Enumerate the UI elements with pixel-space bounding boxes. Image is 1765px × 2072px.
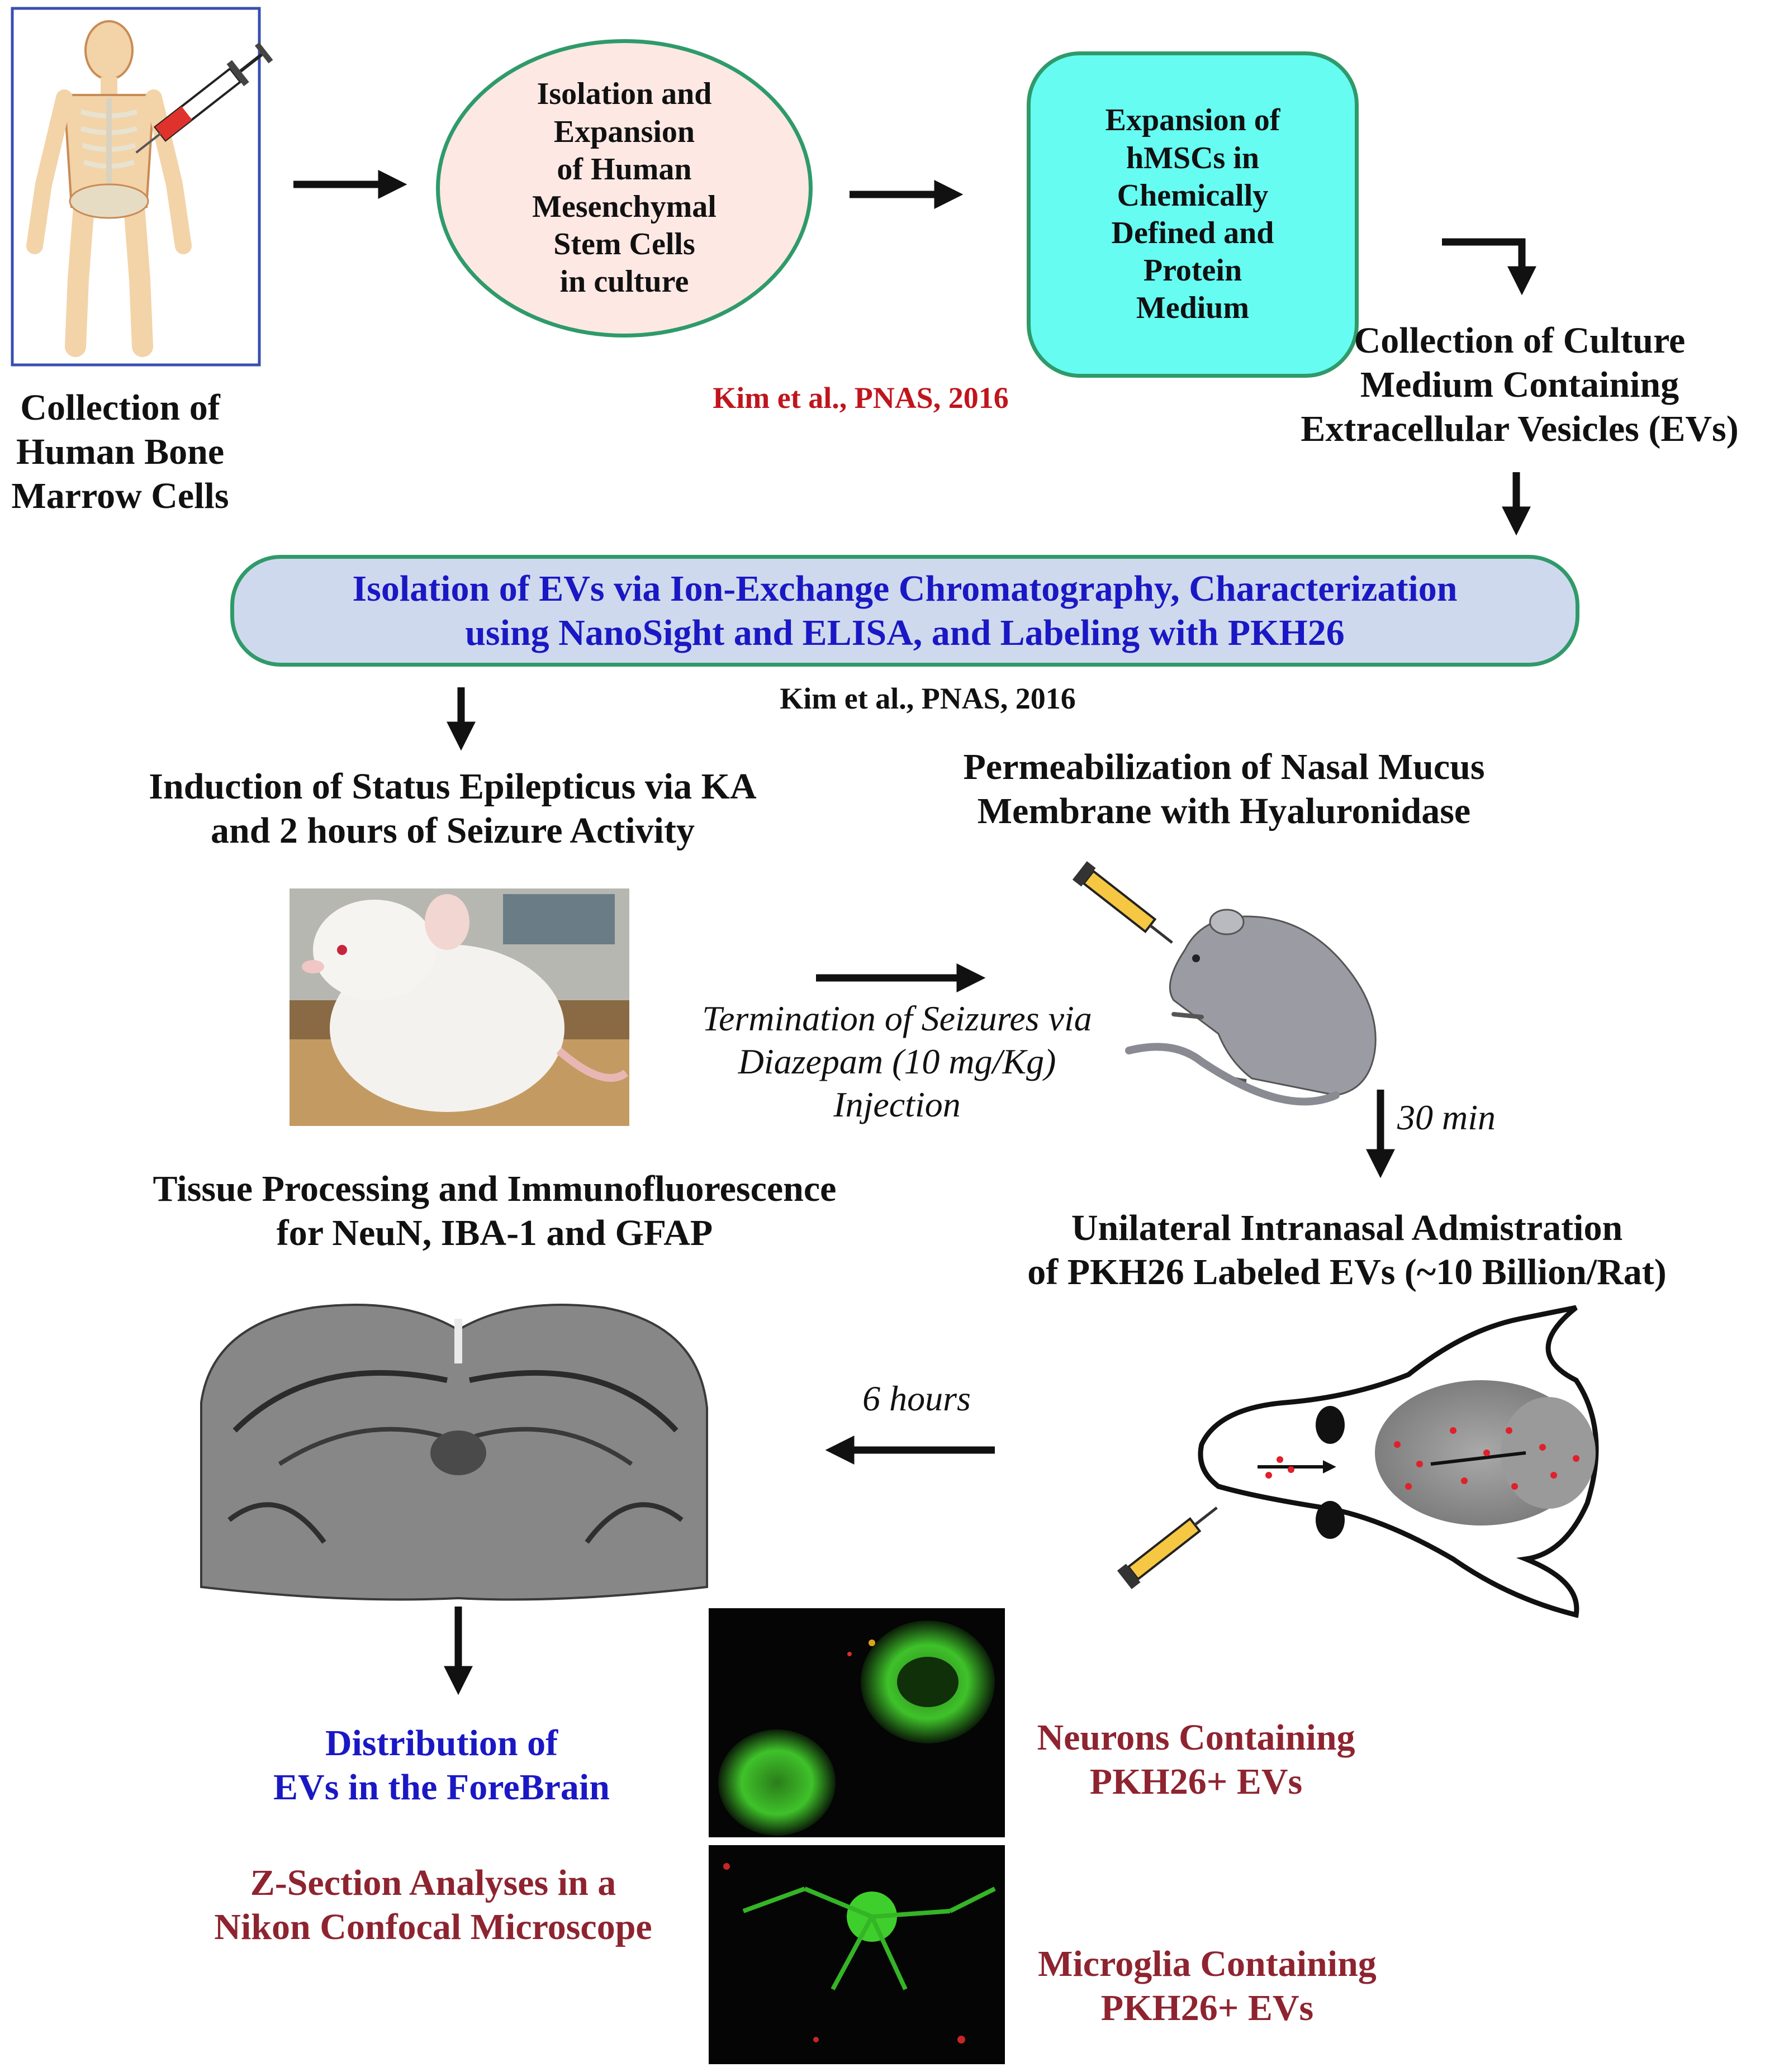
time-6-hours: 6 hours	[862, 1379, 971, 1418]
z-section-label: Z-Section Analyses in a Nikon Confocal M…	[214, 1862, 652, 1948]
time-30-min: 30 min	[1397, 1097, 1496, 1137]
arrow-corner	[1442, 238, 1536, 296]
neuron-micrograph	[709, 1608, 1005, 1837]
citation-mid: Kim et al., PNAS, 2016	[780, 682, 1076, 715]
step3-box-text: Expansion of hMSCs in Chemically Defined…	[1105, 103, 1280, 326]
step1-label: Collection of Human Bone Marrow Cells	[11, 387, 229, 517]
skeleton-illustration	[11, 7, 273, 367]
permeabilization-label: Permeabilization of Nasal Mucus Membrane…	[963, 747, 1485, 832]
tissue-processing-label: Tissue Processing and Immunofluorescence…	[153, 1168, 837, 1254]
microglia-label: Microglia Containing PKH26+ EVs	[1038, 1943, 1377, 2029]
induction-label: Induction of Status Epilepticus via KA a…	[149, 766, 757, 852]
intranasal-label: Unilateral Intranasal Admistration of PK…	[1027, 1208, 1667, 1293]
step3-box: Expansion of hMSCs in Chemically Defined…	[1027, 51, 1359, 378]
step2-circle-text: Isolation and Expansion of Human Mesench…	[532, 77, 717, 300]
distribution-label: Distribution of EVs in the ForeBrain	[273, 1723, 610, 1808]
step2-circle: Isolation and Expansion of Human Mesench…	[436, 39, 813, 338]
grey-rat-illustration	[1072, 861, 1377, 1106]
rat-head-brain-diagram	[1117, 1305, 1599, 1618]
brain-section-image	[200, 1304, 708, 1601]
ev-isolation-banner: Isolation of EVs via Ion-Exchange Chroma…	[230, 555, 1579, 667]
step4-label: Collection of Culture Medium Containing …	[1301, 320, 1739, 450]
citation-top: Kim et al., PNAS, 2016	[713, 381, 1009, 415]
neurons-label: Neurons Containing PKH26+ EVs	[1037, 1717, 1355, 1803]
microglia-micrograph	[709, 1845, 1005, 2064]
banner-text: Isolation of EVs via Ion-Exchange Chroma…	[352, 568, 1458, 653]
termination-label: Termination of Seizures via Diazepam (10…	[702, 999, 1092, 1124]
rat-photo	[290, 888, 629, 1126]
